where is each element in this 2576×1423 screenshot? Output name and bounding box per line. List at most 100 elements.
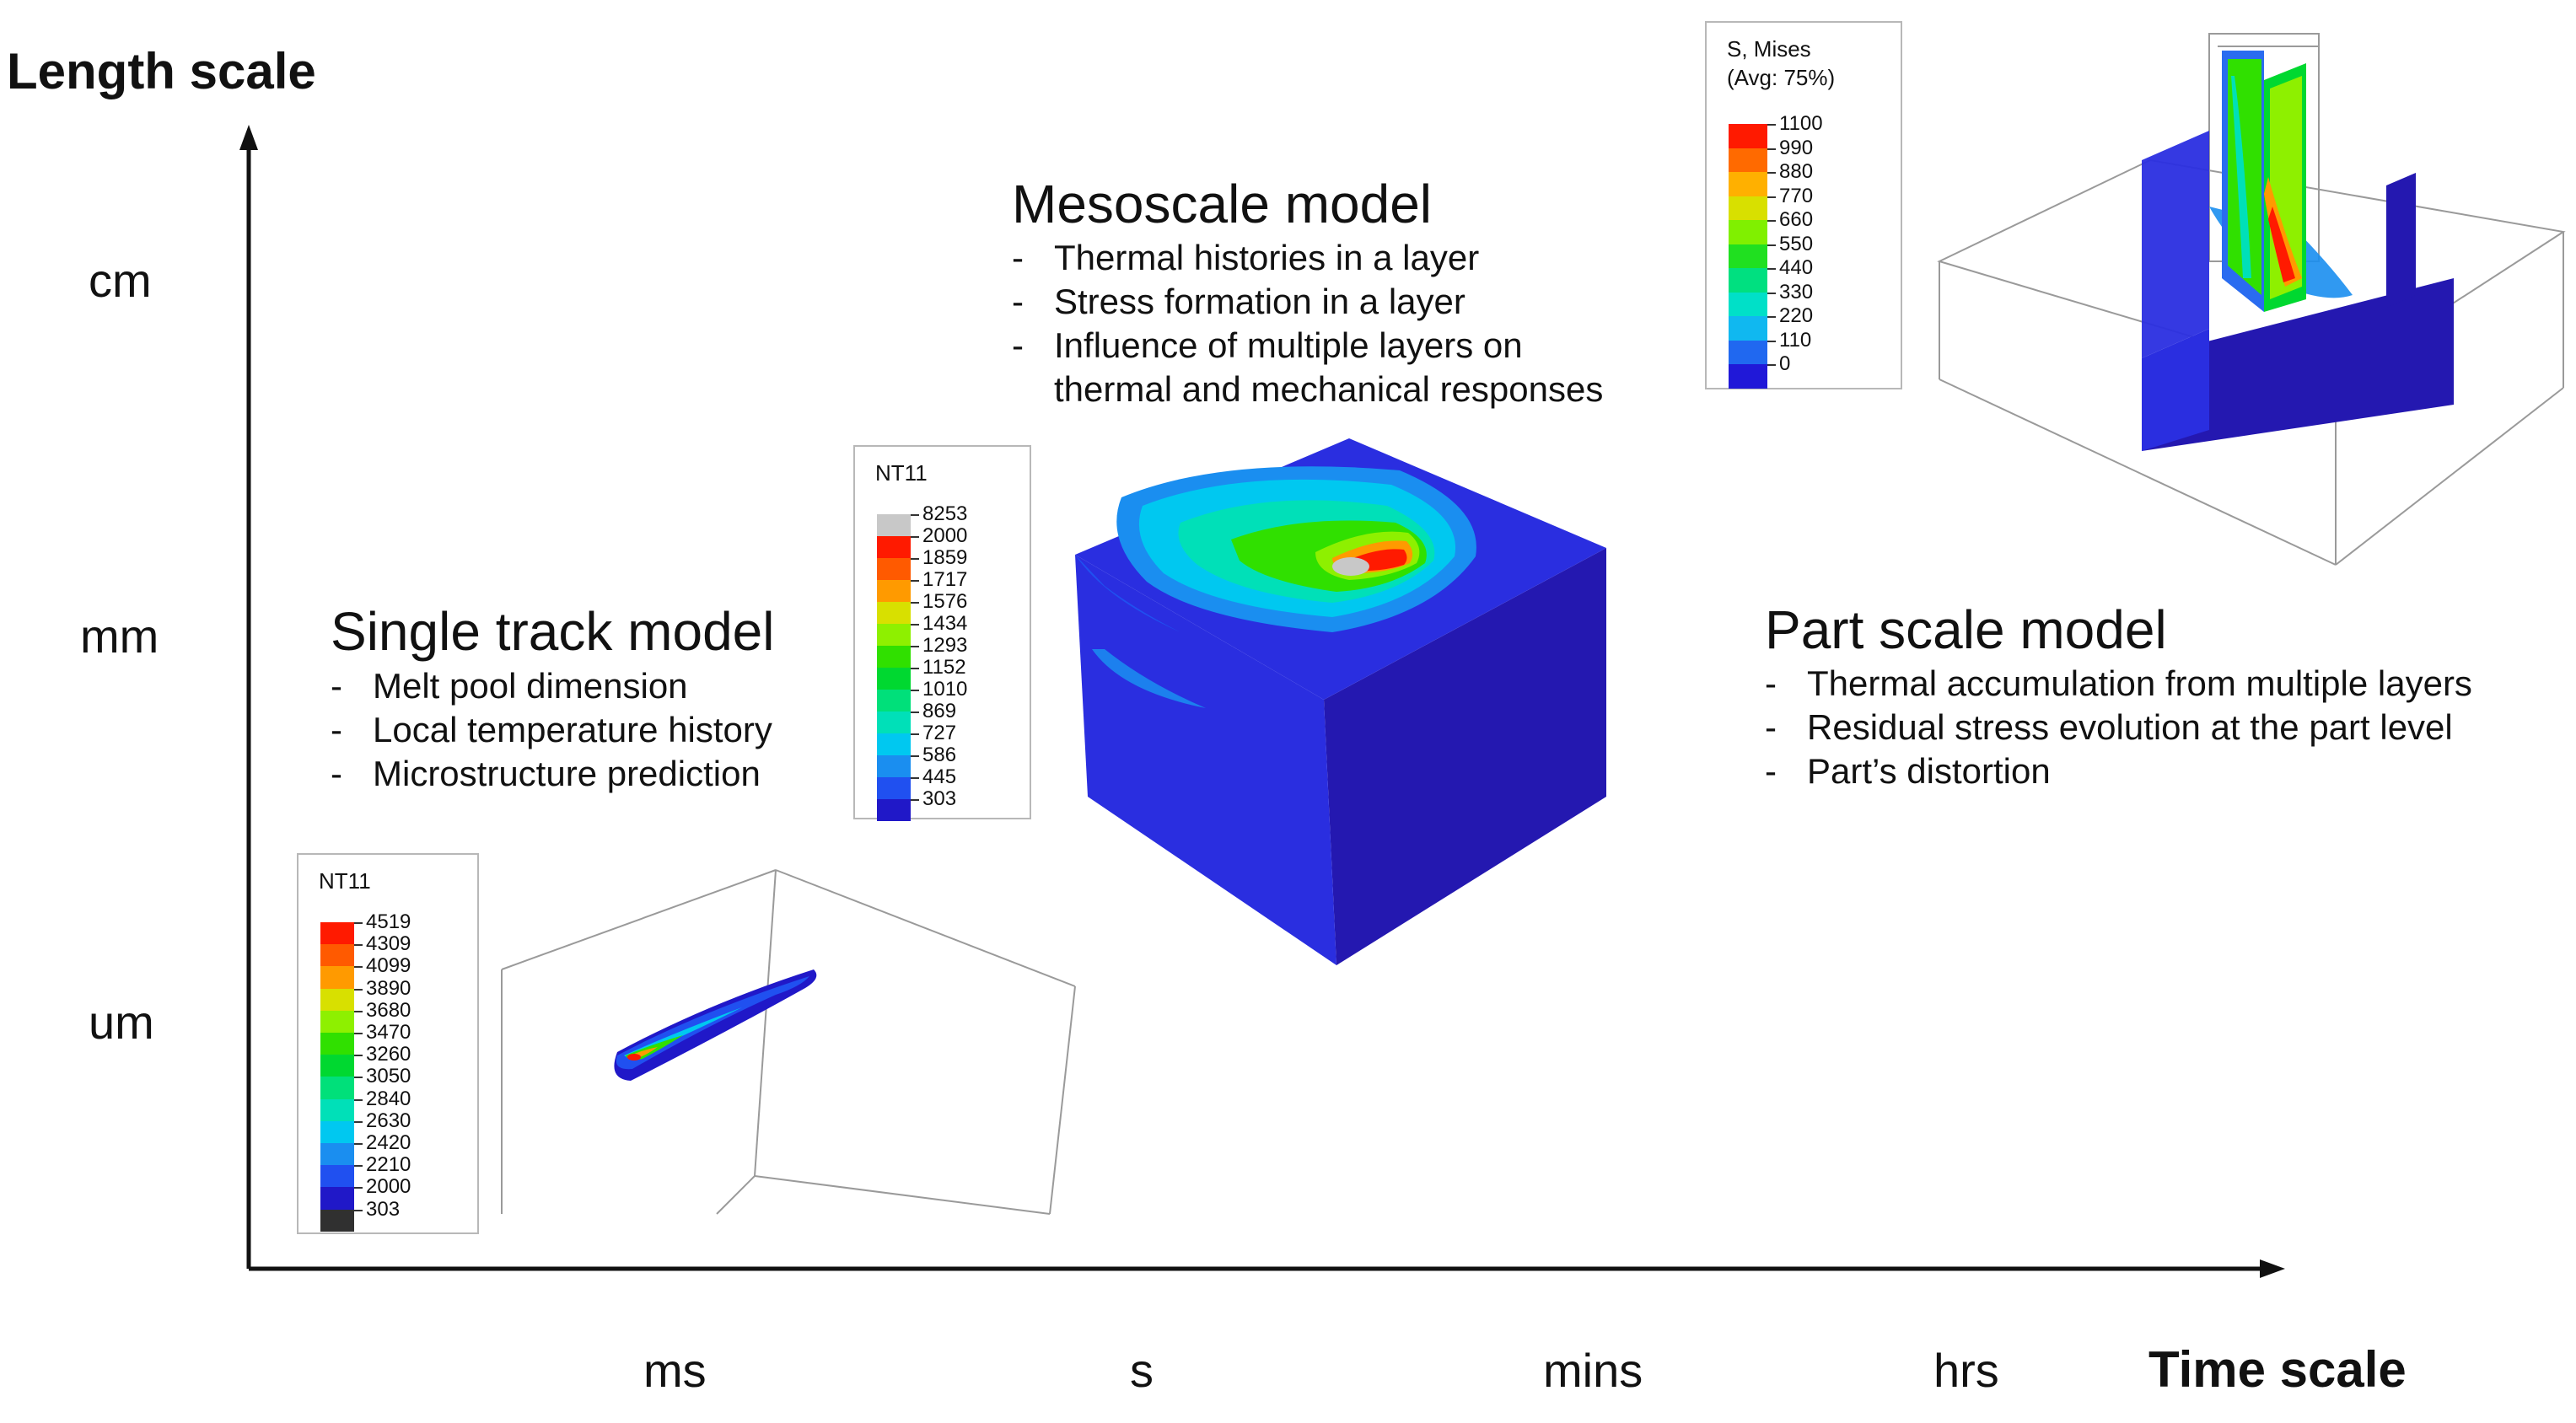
- legend-value: 1576: [922, 590, 968, 613]
- bullet-item: -Melt pool dimension: [331, 666, 688, 706]
- legend-title: NT11: [319, 868, 371, 894]
- x-tick-ms: ms: [643, 1344, 707, 1397]
- legend-tickmark: [911, 733, 919, 735]
- legend-tickmark: [911, 799, 919, 801]
- legend-swatch: [320, 1077, 354, 1099]
- legend-swatch: [320, 966, 354, 989]
- legend-swatch: [320, 1055, 354, 1077]
- legend-value: 1434: [922, 612, 968, 635]
- y-tick-um: um: [89, 996, 154, 1049]
- legend-value: 2840: [366, 1087, 411, 1110]
- legend-tickmark: [911, 712, 919, 713]
- legend-tickmark: [1767, 340, 1776, 342]
- legend-swatch: [320, 944, 354, 967]
- legend-swatch: [1729, 172, 1767, 196]
- x-tick-s: s: [1130, 1344, 1154, 1397]
- legend-swatch: [1729, 340, 1767, 364]
- y-axis-arrowhead: [239, 125, 258, 150]
- legend-value: 303: [366, 1197, 401, 1221]
- legend-swatch: [320, 922, 354, 945]
- legend-value: 8253: [922, 502, 968, 525]
- cube-left-face: [1075, 555, 1336, 965]
- legend-swatch: [1729, 292, 1767, 316]
- legend-value: 330: [1779, 280, 1814, 303]
- legend-value: 220: [1779, 304, 1814, 327]
- cube-right-face: [1324, 548, 1606, 965]
- legend-value: 550: [1779, 232, 1814, 255]
- legend-title: NT11: [875, 460, 928, 486]
- legend-tickmark: [911, 580, 919, 582]
- legend-value: 2210: [366, 1153, 411, 1177]
- legend-swatch: [877, 690, 911, 712]
- legend-tickmark: [911, 558, 919, 560]
- legend-tickmark: [1767, 196, 1776, 198]
- legend-tickmark: [354, 988, 363, 991]
- legend-tickmark: [354, 1120, 363, 1123]
- legend-value: 869: [922, 700, 957, 722]
- legend-swatch: [1729, 268, 1767, 293]
- legend-subtitle: (Avg: 75%): [1727, 65, 1836, 90]
- single-track-bullets: -Melt pool dimension -Local temperature …: [331, 664, 772, 796]
- bullet-item: thermal and mechanical responses: [1054, 369, 1604, 409]
- legend-value: 727: [922, 722, 957, 744]
- legend-swatch: [1729, 148, 1767, 172]
- bullet-item: -Residual stress evolution at the part l…: [1765, 707, 2453, 747]
- legend-swatch: [1729, 364, 1767, 389]
- legend-swatch: [877, 777, 911, 799]
- legend-swatch: [320, 1010, 354, 1033]
- mesoscale-bullets: -Thermal histories in a layer -Stress fo…: [1012, 236, 1603, 411]
- legend-tickmark: [354, 1055, 363, 1057]
- legend-value: 2420: [366, 1131, 411, 1154]
- legend-swatch: [877, 558, 911, 580]
- legend-tickmark: [1767, 124, 1776, 126]
- legend-tickmark: [1767, 148, 1776, 150]
- legend-swatch: [877, 624, 911, 646]
- legend-value: 1010: [922, 678, 968, 701]
- legend-value: 303: [922, 787, 957, 810]
- legend-swatch: [320, 1165, 354, 1188]
- legend-value: 4099: [366, 954, 411, 978]
- legend-swatch: [320, 988, 354, 1011]
- legend-value: 440: [1779, 256, 1814, 279]
- legend-tickmark: [1767, 364, 1776, 366]
- part-scale-bullets: -Thermal accumulation from multiple laye…: [1765, 662, 2472, 793]
- legend-swatch: [877, 580, 911, 602]
- y-axis-title: Length scale: [7, 43, 316, 99]
- legend-swatch: [320, 1143, 354, 1166]
- legend-swatch: [877, 602, 911, 624]
- legend-tickmark: [1767, 220, 1776, 222]
- legend-tickmark: [354, 1010, 363, 1012]
- legend-swatch: [1729, 316, 1767, 341]
- legend-value: 660: [1779, 208, 1814, 231]
- legend-value: 1100: [1779, 112, 1823, 135]
- legend-value: 3260: [366, 1043, 411, 1066]
- single-track-render: [501, 869, 1076, 1215]
- legend-swatch: [877, 712, 911, 733]
- legend-swatch: [320, 1209, 354, 1232]
- legend-swatch: [320, 1033, 354, 1055]
- legend-tickmark: [911, 755, 919, 757]
- legend-swatch: [877, 536, 911, 558]
- x-axis-title: Time scale: [2148, 1341, 2407, 1398]
- legend-tickmark: [354, 922, 363, 924]
- bullet-item: -Thermal histories in a layer: [1012, 238, 1480, 277]
- x-tick-mins: mins: [1543, 1344, 1643, 1397]
- legend-value: 3470: [366, 1021, 411, 1044]
- legend-value: 990: [1779, 136, 1814, 159]
- legend-value: 586: [922, 744, 957, 766]
- bullet-item: -Local temperature history: [331, 710, 772, 749]
- legend-tickmark: [911, 536, 919, 538]
- legend-value: 445: [922, 765, 957, 788]
- legend-swatch: [877, 646, 911, 668]
- legend-swatch: [320, 1187, 354, 1210]
- legend-swatch: [1729, 220, 1767, 244]
- x-axis-arrowhead: [2260, 1259, 2285, 1278]
- legend-value: 2000: [922, 524, 968, 547]
- legend-value: 2630: [366, 1109, 411, 1132]
- legend-value: 3050: [366, 1065, 411, 1088]
- legend-value: 110: [1779, 328, 1812, 352]
- legend-tickmark: [354, 1165, 363, 1168]
- bullet-item: -Stress formation in a layer: [1012, 282, 1465, 321]
- x-tick-hrs: hrs: [1933, 1344, 1999, 1397]
